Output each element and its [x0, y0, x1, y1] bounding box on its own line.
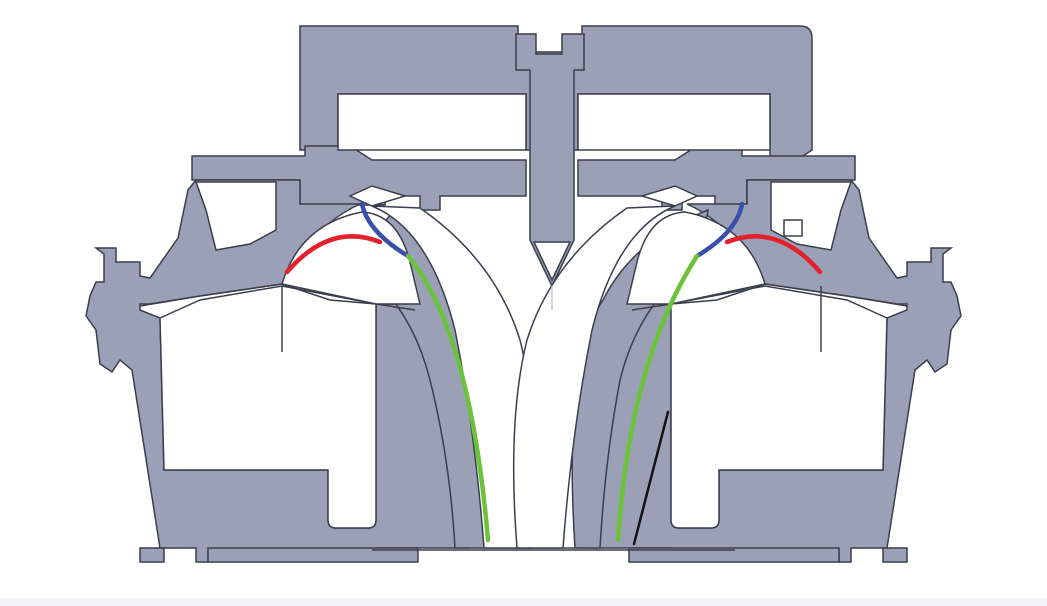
stem-tip: [532, 241, 572, 282]
top-slot-right: [577, 93, 771, 151]
blue-segment: [359, 201, 411, 259]
top-slot-left: [337, 93, 527, 151]
cavities: [159, 93, 888, 549]
black-line: [632, 410, 670, 546]
blue-segment: [694, 201, 745, 259]
right-foot-1: [882, 547, 908, 563]
right-seal: [639, 185, 699, 207]
green-curve: [615, 253, 700, 543]
central-stem: [515, 33, 585, 288]
footer-strip: [0, 598, 1047, 606]
red-arc: [284, 234, 383, 275]
right-diaphragm: [631, 283, 908, 311]
left-foot-1: [139, 547, 165, 563]
left-lower-cavity: [159, 285, 377, 529]
left-diaphragm: [139, 283, 416, 311]
right-lower-cavity: [670, 285, 888, 529]
green-curve: [405, 253, 491, 543]
right-flow-channel: [512, 205, 676, 549]
left-foot-2: [207, 547, 419, 563]
left-seal: [348, 185, 408, 207]
right-small-notch: [783, 219, 803, 237]
left-wing: [194, 181, 277, 251]
right-foot-2: [628, 547, 840, 563]
red-arc: [724, 234, 823, 275]
colored-curves: [284, 201, 823, 546]
detail-lines: [139, 185, 908, 551]
